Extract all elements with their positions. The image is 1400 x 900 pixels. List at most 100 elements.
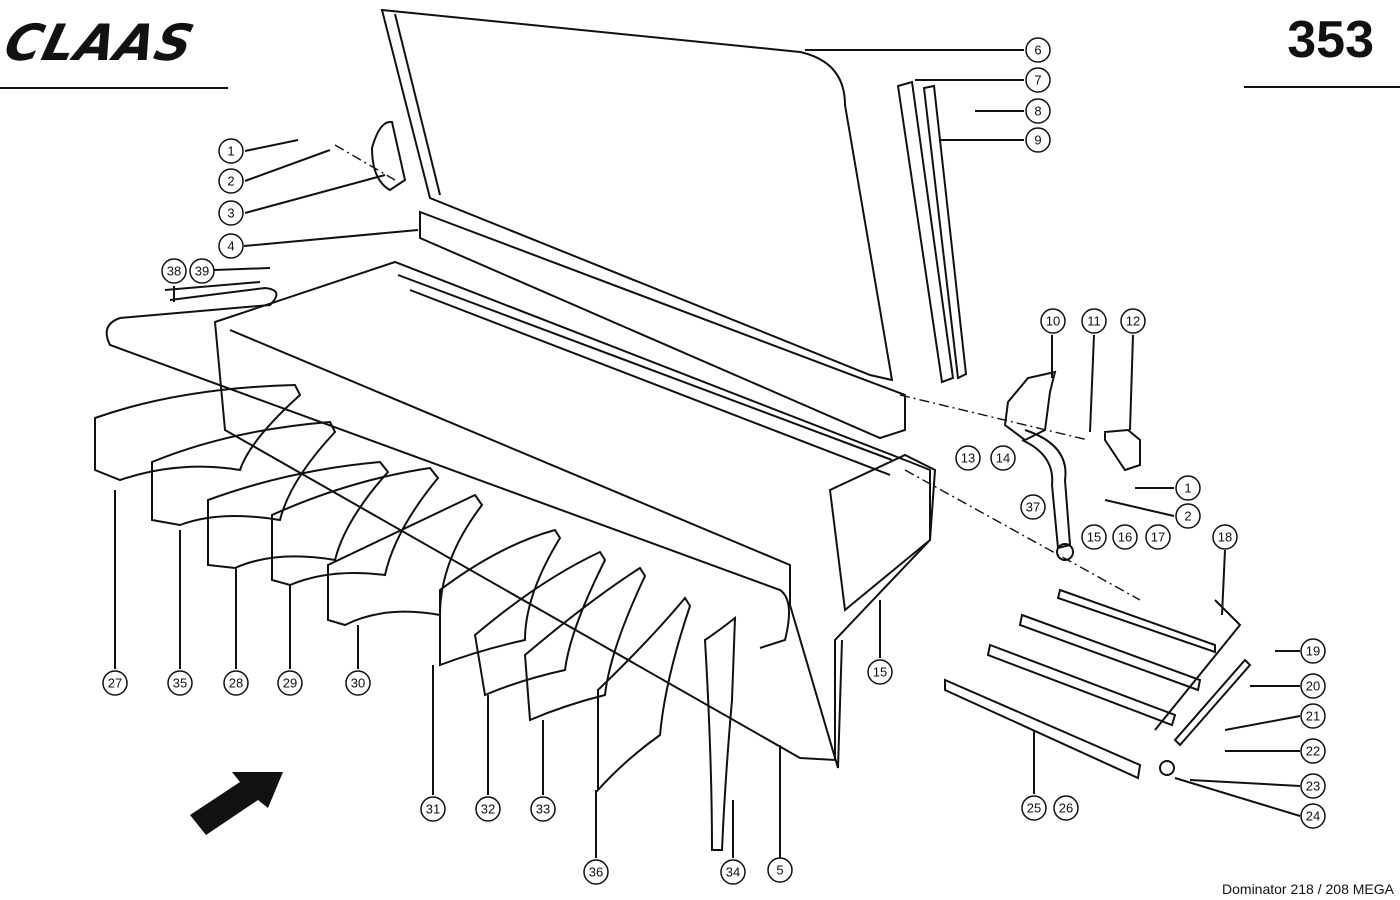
callout-1: 1	[218, 138, 244, 164]
callout-5: 5	[767, 857, 793, 883]
blade-36	[597, 596, 692, 793]
rod-25	[944, 678, 1142, 780]
callout-label: 27	[108, 676, 122, 691]
callout-22: 22	[1300, 738, 1326, 764]
callout-36: 36	[583, 859, 609, 885]
top-rail	[419, 210, 906, 440]
bar-20	[1173, 658, 1252, 747]
callout-29: 29	[277, 670, 303, 696]
callout-label: 12	[1126, 314, 1140, 329]
callout-34: 34	[720, 859, 746, 885]
bracket-18	[1154, 599, 1242, 731]
callout-label: 28	[229, 676, 243, 691]
callout-4: 4	[218, 233, 244, 259]
blade-32	[473, 550, 607, 697]
callout-label: 19	[1306, 644, 1320, 659]
callout-label: 30	[351, 676, 365, 691]
callout-label: 35	[173, 676, 187, 691]
callout-label: 8	[1034, 104, 1041, 119]
direction-arrow-icon	[190, 772, 283, 835]
callout-15: 15	[1081, 524, 1107, 550]
callout-label: 2	[227, 174, 234, 189]
callout-14: 14	[990, 445, 1016, 471]
callout-label: 33	[536, 802, 550, 817]
rod-mid	[1018, 613, 1202, 692]
nut-24	[1159, 760, 1175, 776]
lever-knob	[1056, 543, 1074, 561]
callout-9: 9	[1025, 127, 1051, 153]
callout-30: 30	[345, 670, 371, 696]
deflector-29	[271, 466, 440, 587]
callout-label: 31	[426, 802, 440, 817]
callout-label: 6	[1034, 43, 1041, 58]
callout-39: 39	[189, 258, 215, 284]
callout-label: 4	[227, 239, 234, 254]
callout-6: 6	[1025, 37, 1051, 63]
callout-label: 18	[1218, 530, 1232, 545]
callout-label: 5	[776, 863, 783, 878]
callout-label: 13	[961, 451, 975, 466]
callout-label: 10	[1046, 314, 1060, 329]
callout-20: 20	[1300, 673, 1326, 699]
side-plate	[828, 453, 937, 612]
callout-28: 28	[223, 670, 249, 696]
callout-label: 14	[996, 451, 1010, 466]
callout-label: 1	[227, 144, 234, 159]
callout-label: 23	[1306, 779, 1320, 794]
callout-label: 36	[589, 865, 603, 880]
callout-label: 9	[1034, 133, 1041, 148]
main-housing	[213, 260, 931, 762]
callout-23: 23	[1300, 773, 1326, 799]
callout-label: 25	[1027, 801, 1041, 816]
callout-17: 17	[1145, 524, 1171, 550]
blade-33	[523, 566, 647, 722]
callout-35: 35	[167, 670, 193, 696]
callout-label: 20	[1306, 679, 1320, 694]
callout-33: 33	[530, 796, 556, 822]
callout-1: 1	[1175, 475, 1201, 501]
callout-label: 21	[1306, 709, 1320, 724]
callout-label: 34	[726, 865, 740, 880]
callout-label: 29	[283, 676, 297, 691]
callout-26: 26	[1053, 795, 1079, 821]
blade-31	[439, 528, 562, 667]
deflector-27	[94, 383, 302, 482]
deflector-30	[327, 493, 484, 627]
callout-25: 25	[1021, 795, 1047, 821]
callout-label: 39	[195, 264, 209, 279]
callout-2: 2	[218, 168, 244, 194]
callout-7: 7	[1025, 67, 1051, 93]
upper-flap	[380, 8, 894, 382]
callout-2: 2	[1175, 503, 1201, 529]
side-strip-9	[922, 84, 968, 380]
callout-label: 32	[481, 802, 495, 817]
callout-label: 24	[1306, 809, 1320, 824]
callout-label: 7	[1034, 73, 1041, 88]
callout-label: 16	[1118, 530, 1132, 545]
callout-31: 31	[420, 796, 446, 822]
rod-upper	[1056, 588, 1216, 654]
lever-bracket	[1003, 370, 1057, 442]
hinge-bracket	[370, 120, 407, 192]
callout-32: 32	[475, 796, 501, 822]
callout-13: 13	[955, 445, 981, 471]
callout-11: 11	[1081, 308, 1107, 334]
callout-3: 3	[218, 200, 244, 226]
callout-38: 38	[161, 258, 187, 284]
housing-inner-edge	[229, 329, 843, 769]
callout-27: 27	[102, 670, 128, 696]
model-label: Dominator 218 / 208 MEGA	[1222, 881, 1394, 897]
callout-16: 16	[1112, 524, 1138, 550]
callout-10: 10	[1040, 308, 1066, 334]
tube-frame	[105, 286, 790, 649]
callout-24: 24	[1300, 803, 1326, 829]
callout-label: 17	[1151, 530, 1165, 545]
callout-label: 1	[1184, 481, 1191, 496]
callout-label: 3	[227, 206, 234, 221]
page-number: 353	[1287, 11, 1374, 69]
callout-19: 19	[1300, 638, 1326, 664]
callout-18: 18	[1212, 524, 1238, 550]
callout-label: 37	[1026, 500, 1040, 515]
